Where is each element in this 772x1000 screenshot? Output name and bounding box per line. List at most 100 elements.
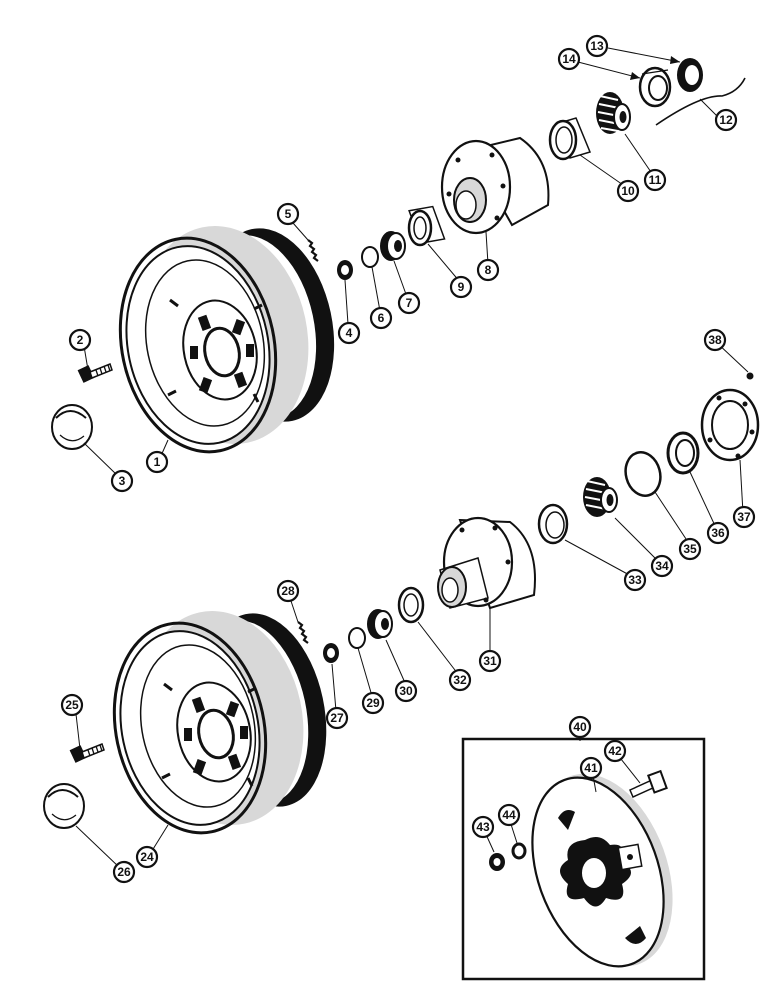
washer-lower <box>348 627 366 649</box>
callout-10: 10 <box>616 179 640 203</box>
svg-text:35: 35 <box>683 542 697 556</box>
svg-text:38: 38 <box>708 333 722 347</box>
callout-35: 35 <box>678 537 702 561</box>
nut-inset <box>489 853 505 871</box>
svg-text:11: 11 <box>649 173 662 187</box>
leader-arrowheads <box>630 56 680 80</box>
svg-text:29: 29 <box>366 696 380 710</box>
svg-text:36: 36 <box>711 526 725 540</box>
wheel-rim-upper <box>118 226 335 454</box>
svg-text:40: 40 <box>573 720 587 734</box>
svg-text:13: 13 <box>590 39 604 53</box>
inner-bearing-cone-upper <box>380 231 406 261</box>
svg-text:32: 32 <box>453 673 467 687</box>
callout-33: 33 <box>623 568 647 592</box>
callout-26: 26 <box>112 860 136 884</box>
svg-text:44: 44 <box>502 808 516 822</box>
inset-frame <box>461 737 706 981</box>
callout-32: 32 <box>448 668 472 692</box>
callout-8: 8 <box>476 258 500 282</box>
washer-upper <box>361 246 379 268</box>
wheel-bolt-upper <box>77 363 113 383</box>
svg-text:10: 10 <box>621 184 635 198</box>
callout-25: 25 <box>60 693 84 717</box>
callout-14: 14 <box>557 47 581 71</box>
hub-cap-lower <box>43 783 85 829</box>
callout-31: 31 <box>478 649 502 673</box>
svg-text:1: 1 <box>154 455 161 469</box>
callout-2: 2 <box>68 328 92 352</box>
svg-text:42: 42 <box>608 744 622 758</box>
spring-pin-upper <box>307 239 319 262</box>
svg-text:28: 28 <box>281 584 295 598</box>
svg-text:41: 41 <box>584 761 598 775</box>
spring-pin-lower <box>297 621 309 644</box>
svg-text:30: 30 <box>399 684 413 698</box>
seal-retainer-upper <box>638 66 672 108</box>
svg-text:37: 37 <box>737 510 751 524</box>
lockwasher-inset <box>511 842 527 860</box>
callout-13: 13 <box>585 34 609 58</box>
svg-text:12: 12 <box>719 113 733 127</box>
inner-bearing-cup-upper <box>407 205 446 247</box>
callout-4: 4 <box>337 321 361 345</box>
svg-text:2: 2 <box>77 333 84 347</box>
svg-text:27: 27 <box>330 711 344 725</box>
callout-43: 43 <box>471 815 495 839</box>
svg-text:3: 3 <box>119 474 126 488</box>
hub-seal-lower <box>666 431 700 475</box>
callout-11: 11 <box>643 168 667 192</box>
inner-bearing-cup-lower <box>397 586 425 624</box>
hub-cap-plate-lower <box>700 388 760 462</box>
callout-1: 1 <box>145 450 169 474</box>
grease-seal-upper <box>337 260 353 280</box>
wheel-hub-lower <box>437 516 536 610</box>
callout-34: 34 <box>650 554 674 578</box>
svg-text:31: 31 <box>483 654 497 668</box>
svg-text:5: 5 <box>285 207 292 221</box>
outer-bearing-cup-upper <box>548 117 592 161</box>
callout-40: 40 <box>568 715 592 739</box>
weight-disc-inset <box>531 773 673 968</box>
svg-text:6: 6 <box>378 311 385 325</box>
svg-text:24: 24 <box>140 850 154 864</box>
callout-42: 42 <box>603 739 627 763</box>
callout-30: 30 <box>394 679 418 703</box>
svg-text:33: 33 <box>628 573 642 587</box>
wheel-bolt-lower <box>69 743 105 763</box>
svg-text:14: 14 <box>562 52 576 66</box>
svg-text:8: 8 <box>485 263 492 277</box>
svg-text:7: 7 <box>406 296 413 310</box>
callout-6: 6 <box>369 306 393 330</box>
callout-12: 12 <box>714 108 738 132</box>
svg-text:26: 26 <box>117 865 131 879</box>
dust-seal-upper <box>677 58 703 92</box>
svg-text:43: 43 <box>476 820 490 834</box>
hub-cap-upper <box>51 404 93 450</box>
callout-7: 7 <box>397 291 421 315</box>
callout-37: 37 <box>732 505 756 529</box>
grease-seal-lower <box>323 643 339 663</box>
svg-text:4: 4 <box>346 326 353 340</box>
outer-bearing-cone-upper <box>596 92 631 134</box>
o-ring-lower <box>624 451 662 497</box>
callout-38: 38 <box>703 328 727 352</box>
callout-44: 44 <box>497 803 521 827</box>
svg-text:34: 34 <box>655 559 669 573</box>
callout-27: 27 <box>325 706 349 730</box>
callout-24: 24 <box>135 845 159 869</box>
callout-3: 3 <box>110 469 134 493</box>
disc-bolt-inset <box>629 769 668 798</box>
inner-bearing-cone-lower <box>367 609 393 639</box>
wheel-rim-lower <box>112 611 327 835</box>
lock-wire-upper <box>655 77 746 126</box>
callout-36: 36 <box>706 521 730 545</box>
callout-9: 9 <box>449 275 473 299</box>
svg-text:25: 25 <box>65 698 79 712</box>
callout-41: 41 <box>579 756 603 780</box>
callout-5: 5 <box>276 202 300 226</box>
callout-29: 29 <box>361 691 385 715</box>
callout-28: 28 <box>276 579 300 603</box>
wheel-hub-upper <box>440 136 550 235</box>
